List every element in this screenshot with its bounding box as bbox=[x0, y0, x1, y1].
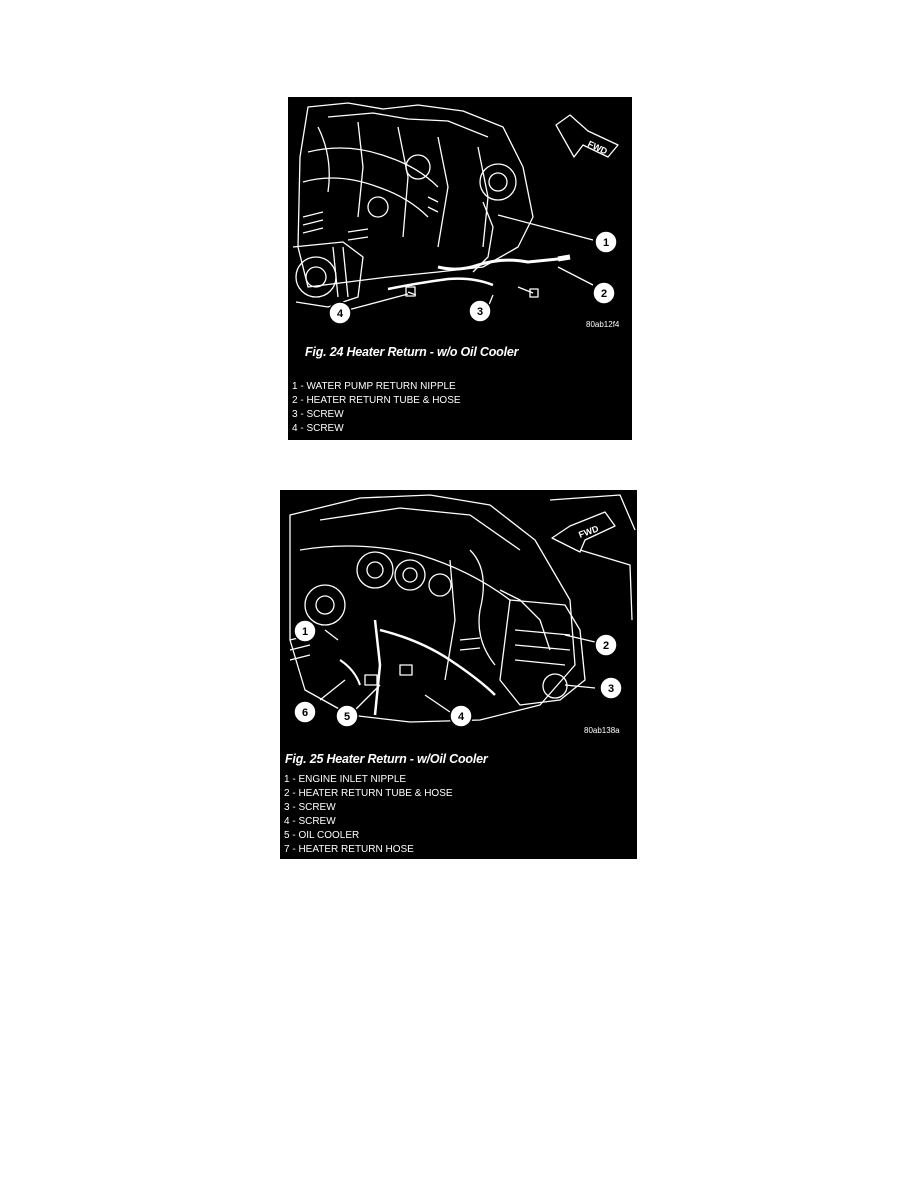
legend-item: 2 - HEATER RETURN TUBE & HOSE bbox=[292, 395, 461, 406]
figure-legend: 1 - ENGINE INLET NIPPLE 2 - HEATER RETUR… bbox=[284, 773, 453, 857]
legend-item: 4 - SCREW bbox=[284, 816, 336, 827]
callout-3: 3 bbox=[477, 306, 483, 318]
callout-4: 4 bbox=[337, 308, 344, 320]
legend-item: 1 - ENGINE INLET NIPPLE bbox=[284, 774, 407, 785]
figure-title: Fig. 24 Heater Return - w/o Oil Cooler bbox=[305, 345, 519, 359]
legend-item: 5 - OIL COOLER bbox=[284, 830, 360, 841]
fwd-label: FWD bbox=[586, 139, 609, 157]
figure-24: FWD 1 2 3 4 80ab12f4 Fig. 24 Heater Retu… bbox=[288, 97, 632, 440]
callout-1: 1 bbox=[302, 626, 308, 638]
callout-5: 5 bbox=[344, 711, 350, 723]
figure-legend: 1 - WATER PUMP RETURN NIPPLE 2 - HEATER … bbox=[292, 380, 461, 436]
legend-item: 2 - HEATER RETURN TUBE & HOSE bbox=[284, 788, 453, 799]
callout-1: 1 bbox=[603, 237, 609, 249]
legend-item: 4 - SCREW bbox=[292, 423, 344, 434]
engine-illustration-24: FWD 1 2 3 4 bbox=[292, 102, 619, 325]
callout-3: 3 bbox=[608, 683, 614, 695]
legend-item: 3 - SCREW bbox=[292, 409, 344, 420]
legend-item: 1 - WATER PUMP RETURN NIPPLE bbox=[292, 381, 456, 392]
callout-4: 4 bbox=[458, 711, 465, 723]
figure-25: FWD 1 2 3 4 5 6 80ab138a Fig. 25 Heater … bbox=[280, 490, 637, 859]
engine-illustration-25: FWD 1 2 3 4 5 6 bbox=[289, 494, 636, 728]
figure-code: 80ab138a bbox=[584, 726, 620, 735]
figure-title: Fig. 25 Heater Return - w/Oil Cooler bbox=[285, 752, 488, 766]
figure-code: 80ab12f4 bbox=[586, 320, 620, 329]
legend-item: 3 - SCREW bbox=[284, 802, 336, 813]
callout-2: 2 bbox=[603, 640, 609, 652]
callout-6: 6 bbox=[302, 707, 308, 719]
fwd-label: FWD bbox=[577, 523, 600, 540]
legend-item: 7 - HEATER RETURN HOSE bbox=[284, 844, 414, 855]
callout-2: 2 bbox=[601, 288, 607, 300]
